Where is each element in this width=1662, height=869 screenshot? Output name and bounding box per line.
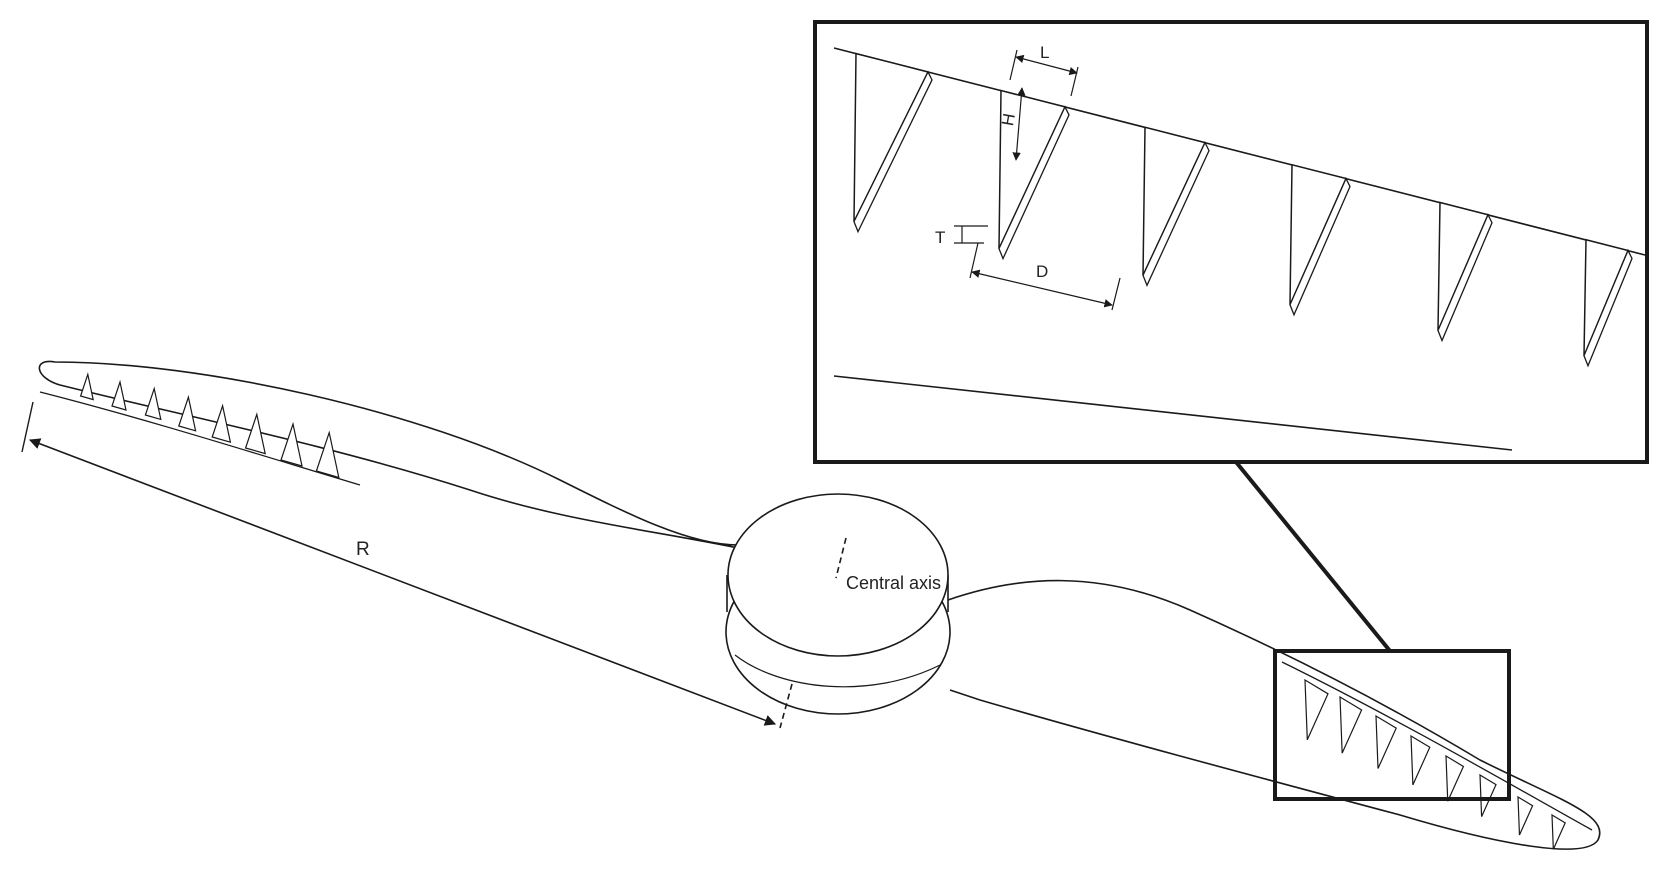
right-blade (947, 579, 1601, 850)
dimension-L: L (1009, 43, 1079, 97)
left-serration (144, 386, 162, 421)
left-serration (111, 379, 127, 411)
central-axis-line-top (835, 537, 847, 579)
dimension-H: H (998, 87, 1026, 161)
radius-arrow (28, 438, 777, 726)
left-serration (79, 372, 94, 401)
left-blade (38, 360, 739, 549)
dimension-T: T (935, 225, 988, 247)
right-serration (1479, 773, 1497, 817)
right-serration (1410, 734, 1431, 786)
central-axis-line-bottom (779, 683, 793, 729)
inset-lower-line (833, 375, 1513, 451)
inset-serration-thickness (1289, 177, 1351, 317)
hub-top-face (727, 493, 949, 657)
zoom-region-box (1273, 649, 1511, 801)
dimension-D: D (969, 242, 1121, 311)
inset-detail: L H T D (813, 20, 1649, 464)
H-arrow (1012, 87, 1026, 161)
inset-edge-line (833, 47, 1646, 256)
left-blade-serrations (79, 372, 340, 479)
inset-serration-thickness (1583, 248, 1633, 368)
hub: Central axis (725, 493, 951, 729)
dimension-R: R (21, 401, 777, 726)
inset-serration-thickness (1437, 213, 1493, 343)
right-serration (1375, 714, 1397, 769)
right-serration (1339, 695, 1363, 754)
right-serration (1445, 754, 1465, 802)
right-serration (1304, 678, 1329, 741)
left-serration (178, 394, 197, 432)
left-serration (280, 421, 303, 467)
right-serration (1517, 795, 1534, 836)
D-label: D (1036, 262, 1048, 281)
right-serration (1551, 813, 1566, 850)
left-blade-outline (38, 360, 739, 549)
inset-serration-thickness (853, 70, 933, 234)
L-label: L (1040, 43, 1049, 62)
H-label: H (998, 112, 1019, 127)
central-axis-label: Central axis (846, 573, 941, 593)
L-arrow (1015, 54, 1078, 76)
left-blade-edge (39, 391, 361, 486)
right-blade-serrations (1304, 678, 1566, 850)
D-tick-right (1111, 277, 1121, 311)
T-label: T (935, 228, 945, 247)
hub-rim-line (734, 654, 941, 688)
radius-tick-left (21, 401, 34, 453)
radius-label: R (356, 539, 370, 560)
inset-serration-thickness (998, 105, 1070, 261)
inset-serration-thickness (1142, 141, 1210, 287)
right-blade-outline (947, 579, 1601, 850)
right-blade-edge (1281, 661, 1593, 831)
zoom-connector-line (1234, 460, 1392, 653)
left-serration (244, 412, 266, 455)
left-serration (315, 430, 340, 479)
D-arrow (971, 269, 1113, 308)
